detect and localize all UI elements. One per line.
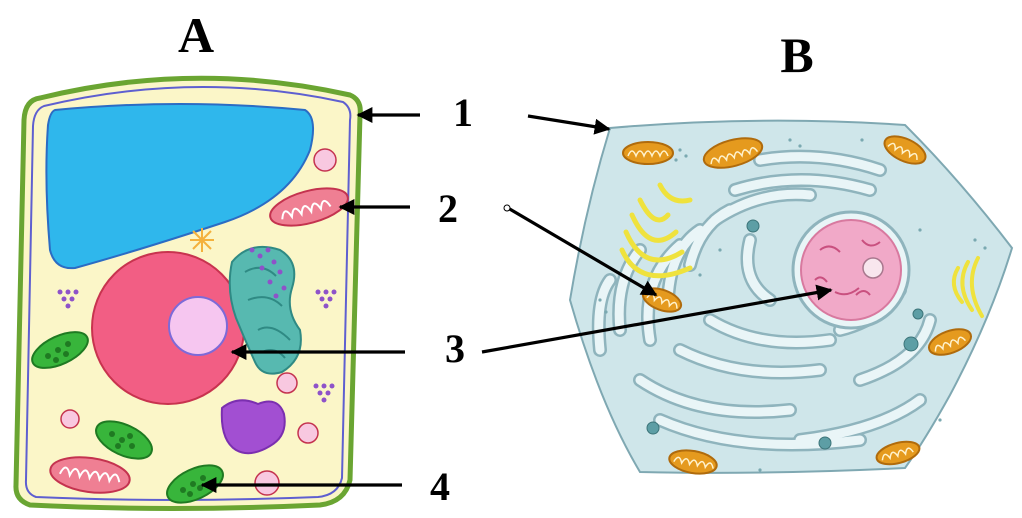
animal-nucleus <box>793 212 909 328</box>
plant-nucleolus <box>169 297 227 355</box>
plant-cell <box>16 78 360 510</box>
plant-nucleus <box>92 252 244 404</box>
animal-cell <box>570 121 1012 477</box>
title-cell-b: B <box>780 27 813 83</box>
label-1: 1 <box>453 90 473 135</box>
label-3: 3 <box>445 326 465 371</box>
arrow-1-to-animal-membrane <box>528 116 609 129</box>
label-4: 4 <box>430 464 450 509</box>
title-cell-a: A <box>178 7 214 63</box>
label-2: 2 <box>438 186 458 231</box>
animal-nucleolus <box>863 258 883 278</box>
centrosome <box>190 228 214 252</box>
arrow-2-start-dot <box>504 205 510 211</box>
